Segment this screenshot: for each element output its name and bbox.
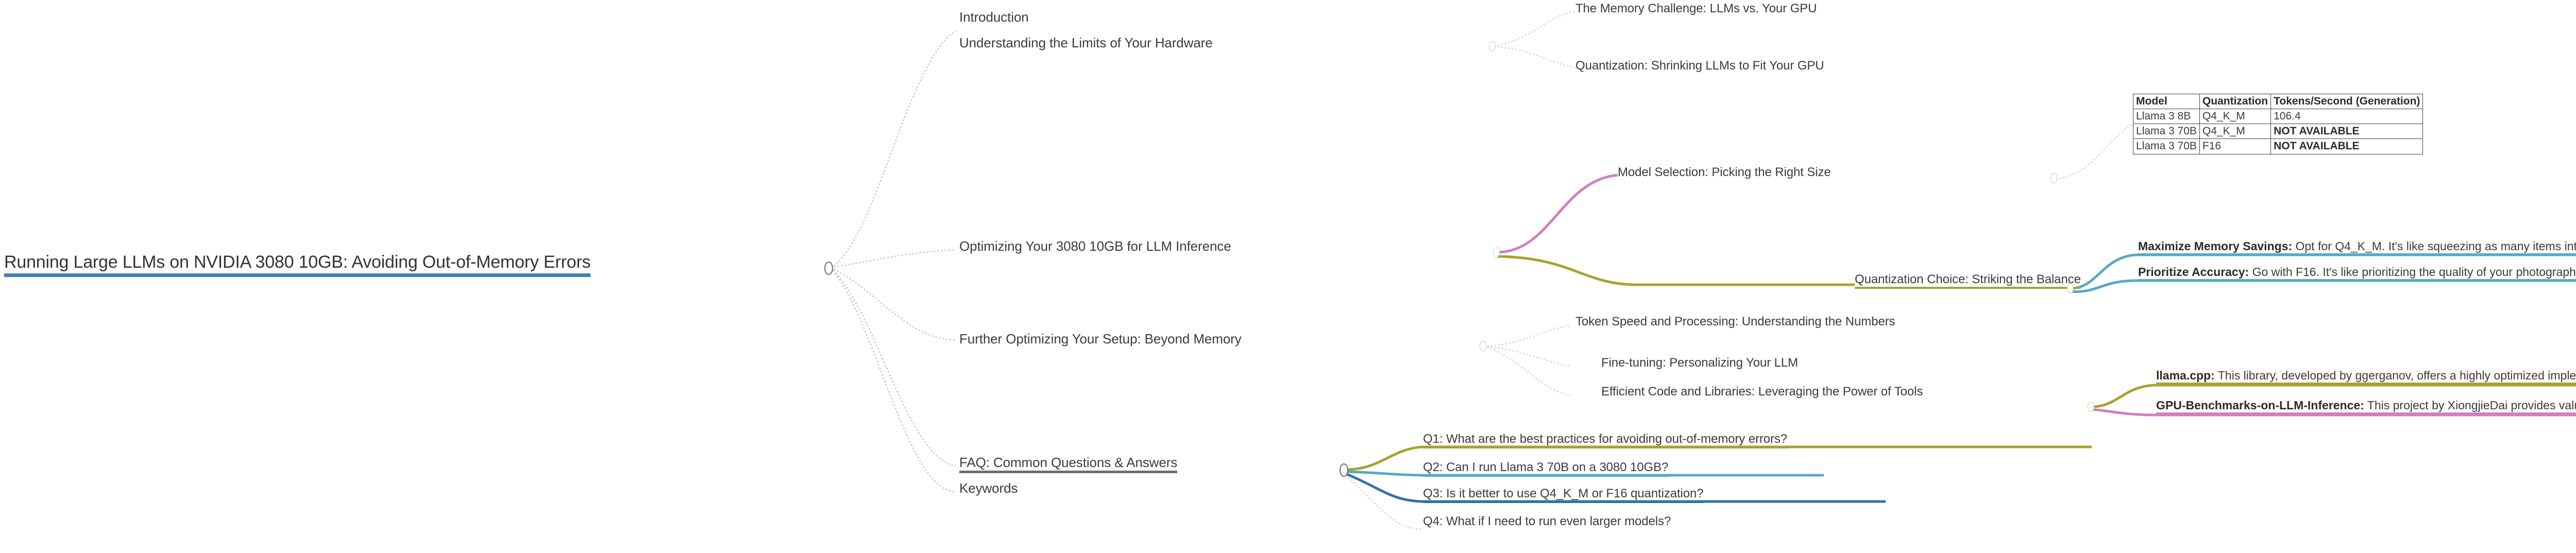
table-cell-model: Llama 3 8B <box>2133 109 2200 125</box>
branch-further-optimizing[interactable]: Further Optimizing Your Setup: Beyond Me… <box>959 332 1242 346</box>
annotation-llama-cpp-lead: llama.cpp: <box>2156 369 2215 382</box>
table-row: Llama 3 8B Q4_K_M 106.4 <box>2133 109 2424 125</box>
branch-introduction[interactable]: Introduction <box>959 10 1029 24</box>
faq-item-q4[interactable]: Q4: What if I need to run even larger mo… <box>1423 515 1671 528</box>
annotation-gpu-benchmarks-body: This project by XiongjieDai provides val… <box>2367 399 2576 412</box>
annotation-gpu-benchmarks[interactable]: GPU-Benchmarks-on-LLM-Inference: This pr… <box>2156 399 2576 415</box>
root-connector-node[interactable] <box>824 262 833 275</box>
annotation-llama-cpp-body: This library, developed by ggerganov, of… <box>2217 369 2576 382</box>
branch-token-speed-label: Token Speed and Processing: Understandin… <box>1575 315 1895 329</box>
faq-item-q4-label: Q4: What if I need to run even larger mo… <box>1423 514 1671 528</box>
quantization-choice-connector[interactable] <box>2067 283 2074 293</box>
branch-efficient-code-label: Efficient Code and Libraries: Leveraging… <box>1601 385 1923 399</box>
faq-item-q2-label: Q2: Can I run Llama 3 70B on a 3080 10GB… <box>1423 460 1669 474</box>
table-cell-model: Llama 3 70B <box>2133 124 2200 140</box>
further-optimizing-connector[interactable] <box>1480 341 1486 351</box>
branch-keywords-label: Keywords <box>959 480 1018 496</box>
table-header-quantization: Quantization <box>2199 93 2272 110</box>
table-row: Llama 3 70B F16 NOT AVAILABLE <box>2133 139 2424 154</box>
benchmark-table: Model Quantization Tokens/Second (Genera… <box>2133 93 2424 154</box>
branch-faq-label: FAQ: Common Questions & Answers <box>959 455 1178 470</box>
branch-quantization-shrinking-label: Quantization: Shrinking LLMs to Fit Your… <box>1575 59 1824 73</box>
branch-quantization-choice-label: Quantization Choice: Striking the Balanc… <box>1855 272 2081 286</box>
branch-quantization-shrinking[interactable]: Quantization: Shrinking LLMs to Fit Your… <box>1575 59 1824 72</box>
table-header-row: Model Quantization Tokens/Second (Genera… <box>2133 93 2424 110</box>
faq-item-q3[interactable]: Q3: Is it better to use Q4_K_M or F16 qu… <box>1423 487 1704 504</box>
annotation-llama-cpp[interactable]: llama.cpp: This library, developed by gg… <box>2156 369 2576 385</box>
annotation-prioritize-accuracy-body: Go with F16. It's like prioritizing the … <box>2252 265 2576 279</box>
table-cell-quantization: F16 <box>2199 139 2272 154</box>
branch-understanding-limits-label: Understanding the Limits of Your Hardwar… <box>959 35 1213 50</box>
annotation-maximize-memory-savings-body: Opt for Q4_K_M. It's like squeezing as m… <box>2295 239 2576 253</box>
faq-item-q3-label: Q3: Is it better to use Q4_K_M or F16 qu… <box>1423 487 1704 500</box>
table-cell-quantization: Q4_K_M <box>2199 109 2272 125</box>
model-selection-connector[interactable] <box>2050 173 2057 183</box>
branch-token-speed[interactable]: Token Speed and Processing: Understandin… <box>1575 315 1895 328</box>
efficient-code-connector[interactable] <box>2088 402 2094 412</box>
branch-faq[interactable]: FAQ: Common Questions & Answers <box>959 455 1178 474</box>
branch-quantization-choice[interactable]: Quantization Choice: Striking the Balanc… <box>1855 273 2081 289</box>
annotation-prioritize-accuracy[interactable]: Prioritize Accuracy: Go with F16. It's l… <box>2138 265 2576 282</box>
table-cell-tokens: NOT AVAILABLE <box>2270 124 2424 140</box>
branch-optimizing-3080-label: Optimizing Your 3080 10GB for LLM Infere… <box>959 238 1231 254</box>
table-row: Llama 3 70B Q4_K_M NOT AVAILABLE <box>2133 124 2424 140</box>
optimizing-3080-connector[interactable] <box>1493 247 1500 257</box>
annotation-maximize-memory-savings[interactable]: Maximize Memory Savings: Opt for Q4_K_M.… <box>2138 239 2576 256</box>
branch-introduction-label: Introduction <box>959 9 1029 25</box>
table-cell-tokens: 106.4 <box>2270 109 2424 125</box>
faq-connector[interactable] <box>1340 463 1348 477</box>
branch-optimizing-3080[interactable]: Optimizing Your 3080 10GB for LLM Infere… <box>959 239 1231 253</box>
table-header-tokens-per-second: Tokens/Second (Generation) <box>2270 93 2424 110</box>
faq-item-q1[interactable]: Q1: What are the best practices for avoi… <box>1423 432 1788 449</box>
table-cell-tokens: NOT AVAILABLE <box>2270 139 2424 154</box>
branch-memory-challenge-label: The Memory Challenge: LLMs vs. Your GPU <box>1575 2 1817 15</box>
table-header-model: Model <box>2133 93 2200 110</box>
root-node[interactable]: Running Large LLMs on NVIDIA 3080 10GB: … <box>4 252 591 277</box>
branch-model-selection-label: Model Selection: Picking the Right Size <box>1618 165 1831 179</box>
branch-memory-challenge[interactable]: The Memory Challenge: LLMs vs. Your GPU <box>1575 2 1817 15</box>
branch-keywords[interactable]: Keywords <box>959 481 1018 495</box>
branch-understanding-limits[interactable]: Understanding the Limits of Your Hardwar… <box>959 36 1213 50</box>
understanding-limits-connector[interactable] <box>1489 41 1496 51</box>
annotation-gpu-benchmarks-lead: GPU-Benchmarks-on-LLM-Inference: <box>2156 399 2364 412</box>
branch-model-selection[interactable]: Model Selection: Picking the Right Size <box>1618 166 1831 179</box>
annotation-prioritize-accuracy-lead: Prioritize Accuracy: <box>2138 265 2249 279</box>
table-cell-model: Llama 3 70B <box>2133 139 2200 154</box>
branch-fine-tuning-label: Fine-tuning: Personalizing Your LLM <box>1601 356 1799 370</box>
root-label: Running Large LLMs on NVIDIA 3080 10GB: … <box>4 252 591 272</box>
branch-efficient-code[interactable]: Efficient Code and Libraries: Leveraging… <box>1601 385 1923 398</box>
annotation-maximize-memory-savings-lead: Maximize Memory Savings: <box>2138 239 2293 253</box>
faq-item-q2[interactable]: Q2: Can I run Llama 3 70B on a 3080 10GB… <box>1423 461 1668 477</box>
branch-fine-tuning[interactable]: Fine-tuning: Personalizing Your LLM <box>1601 356 1798 369</box>
branch-further-optimizing-label: Further Optimizing Your Setup: Beyond Me… <box>959 331 1242 347</box>
faq-item-q1-label: Q1: What are the best practices for avoi… <box>1423 432 1788 446</box>
table-cell-quantization: Q4_K_M <box>2199 124 2272 140</box>
